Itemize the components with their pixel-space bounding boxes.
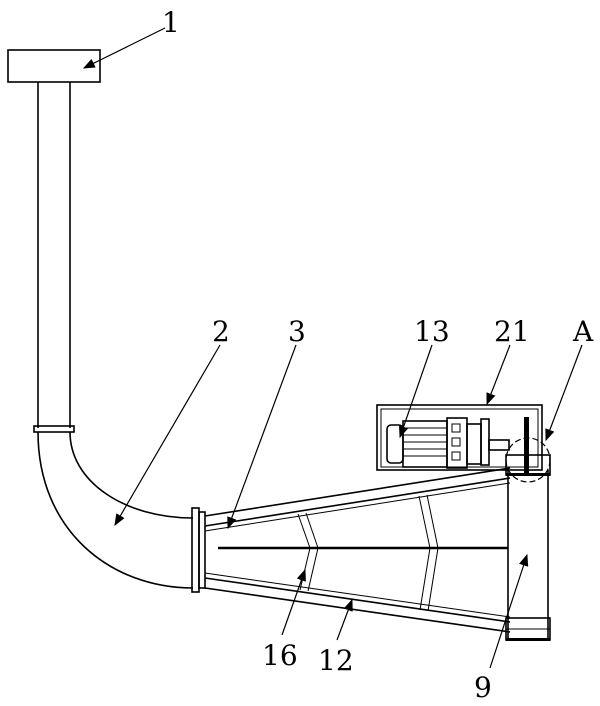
mounting-plate (7, 49, 101, 83)
label-9: 9 (474, 671, 492, 704)
detail-circle-a (505, 417, 551, 483)
motor (386, 417, 510, 469)
leader-lines (82, 27, 583, 669)
label-13: 13 (414, 315, 450, 348)
flange (191, 507, 206, 593)
label-a: A (572, 315, 594, 348)
label-21: 21 (494, 315, 530, 348)
elbow-pipe (37, 431, 194, 589)
brace-struts (297, 494, 439, 612)
cone-frame (204, 467, 511, 633)
column (505, 470, 551, 641)
label-3: 3 (288, 315, 306, 348)
label-2: 2 (212, 315, 230, 348)
label-16: 16 (262, 639, 298, 672)
vertical-pipe (33, 82, 75, 433)
label-12: 12 (318, 644, 354, 677)
motor-housing (376, 404, 543, 471)
label-1: 1 (162, 6, 180, 39)
